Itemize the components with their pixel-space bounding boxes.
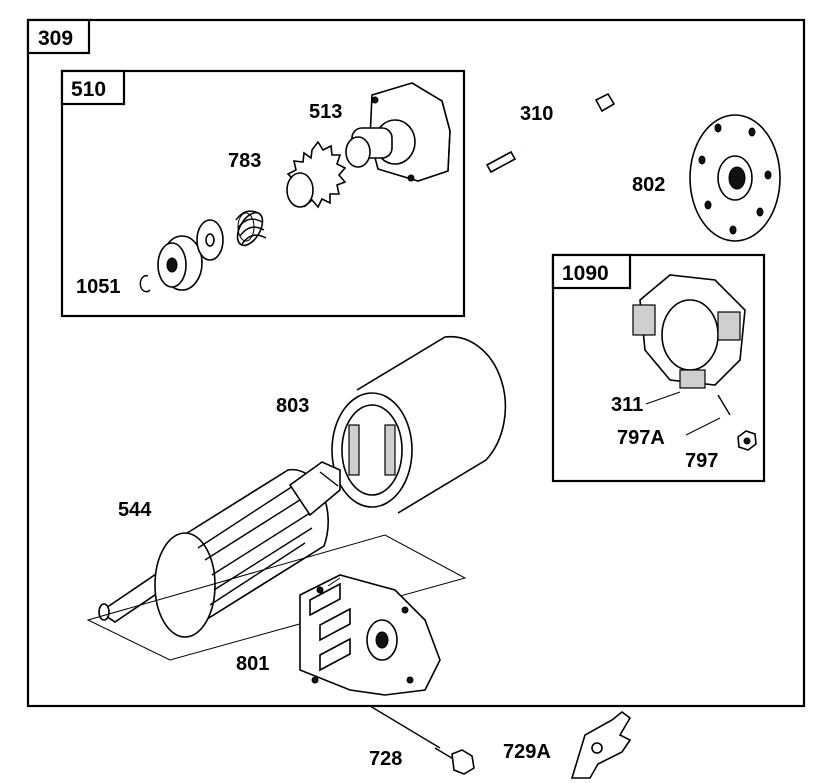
motor-frame-803	[331, 335, 507, 514]
label-783: 783	[228, 150, 261, 172]
label-544: 544	[118, 499, 152, 521]
subassembly-1090-label: 1090	[562, 262, 609, 285]
leader-311	[645, 391, 681, 405]
clip-729a	[570, 710, 632, 779]
part-labels: 513 783 1051 310 802 311 797A 797 803 54…	[76, 101, 718, 770]
label-1051: 1051	[76, 276, 121, 298]
drive-housing-513	[345, 82, 451, 182]
through-bolt-310	[485, 92, 616, 174]
leader-lines	[327, 391, 721, 749]
subassembly-box-510: 510	[60, 69, 466, 318]
retaining-ring-1051	[139, 274, 151, 293]
end-cap-802	[689, 114, 781, 242]
screw-728	[434, 747, 475, 775]
label-728: 728	[369, 748, 402, 770]
label-801: 801	[236, 653, 269, 675]
stop-collar-part	[157, 235, 203, 291]
label-311: 311	[611, 394, 643, 416]
label-513: 513	[309, 101, 342, 123]
leader-728	[369, 705, 441, 749]
pinion-gear-783	[286, 140, 347, 209]
brush-holder-311	[632, 274, 746, 416]
leader-797a	[685, 417, 721, 436]
label-310: 310	[520, 103, 553, 125]
mounting-bracket-801	[299, 574, 441, 696]
assembly-id-label: 309	[38, 27, 73, 50]
label-802: 802	[632, 174, 665, 196]
mounting-plane-lines	[86, 534, 467, 661]
armature-544	[98, 461, 341, 638]
spring-part	[235, 210, 267, 247]
assembly-frame-309: 309	[26, 18, 806, 708]
subassembly-510-label: 510	[71, 78, 106, 101]
subassembly-box-1090: 1090	[551, 253, 766, 483]
nut-797	[737, 430, 757, 451]
label-803: 803	[276, 395, 309, 417]
label-729a: 729A	[503, 741, 551, 763]
label-797a: 797A	[617, 427, 665, 449]
label-797: 797	[685, 450, 718, 472]
washer-part	[196, 219, 224, 261]
